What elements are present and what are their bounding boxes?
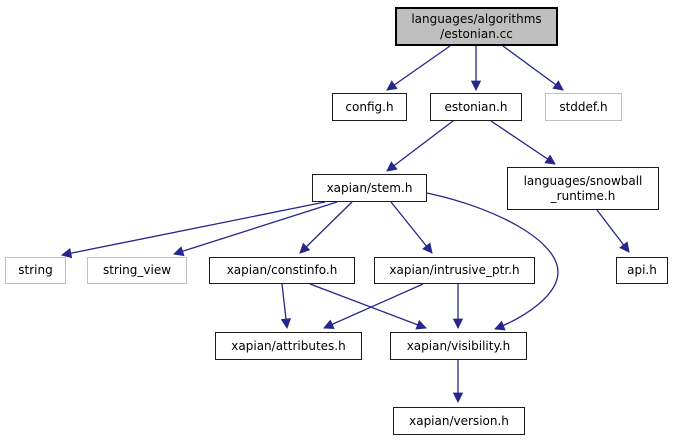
node-estonian-h[interactable]: estonian.h — [430, 93, 522, 121]
edge-xapian-intrusive-ptr-h-to-xapian-attributes-h — [323, 283, 424, 329]
node-label: config.h — [345, 99, 394, 114]
node-config-h[interactable]: config.h — [332, 93, 407, 121]
node-label: languages/snowball — [523, 173, 643, 188]
node-xapian-intrusive-ptr-h[interactable]: xapian/intrusive_ptr.h — [374, 257, 535, 284]
node-label: /estonian.cc — [440, 26, 513, 41]
node-xapian-stem-h[interactable]: xapian/stem.h — [312, 174, 427, 202]
node-string: string — [5, 257, 66, 284]
edge-estonian-h-to-xapian-stem-h — [386, 120, 454, 172]
edge-estonian-cc-to-stddef-h — [502, 45, 564, 91]
edge-estonian-cc-to-config-h — [386, 45, 451, 91]
node-label: xapian/attributes.h — [231, 338, 346, 353]
edge-languages-snowball-runtime-h-to-api-h — [596, 209, 630, 253]
node-string-view: string_view — [87, 257, 187, 284]
node-label: string — [18, 263, 53, 277]
node-stddef-h: stddef.h — [545, 93, 622, 121]
node-xapian-constinfo-h[interactable]: xapian/constinfo.h — [209, 257, 355, 284]
node-label: xapian/intrusive_ptr.h — [389, 263, 520, 277]
node-label: _runtime.h — [550, 188, 616, 203]
node-xapian-version-h[interactable]: xapian/version.h — [393, 407, 525, 435]
node-label: string_view — [102, 263, 172, 277]
node-estonian-cc: languages/algorithms/estonian.cc — [395, 7, 558, 46]
node-label: xapian/visibility.h — [406, 338, 511, 353]
node-label: xapian/version.h — [409, 413, 509, 428]
node-label: languages/algorithms — [411, 11, 542, 26]
edge-estonian-h-to-languages-snowball-runtime-h — [490, 120, 556, 165]
edge-xapian-stem-h-to-xapian-intrusive-ptr-h — [390, 201, 433, 254]
node-label: xapian/stem.h — [326, 180, 413, 195]
node-api-h[interactable]: api.h — [616, 257, 668, 284]
edge-xapian-stem-h-to-string-view — [173, 201, 338, 257]
edge-xapian-stem-h-to-string — [60, 201, 326, 259]
node-label: estonian.h — [444, 99, 508, 114]
edge-xapian-stem-h-to-xapian-constinfo-h — [299, 201, 353, 254]
node-label: xapian/constinfo.h — [226, 263, 338, 277]
node-xapian-attributes-h[interactable]: xapian/attributes.h — [215, 332, 362, 360]
node-label: api.h — [627, 263, 657, 277]
edge-xapian-constinfo-h-to-xapian-visibility-h — [309, 283, 427, 330]
node-xapian-visibility-h[interactable]: xapian/visibility.h — [390, 332, 527, 360]
edge-xapian-constinfo-h-to-xapian-attributes-h — [280, 283, 292, 330]
node-label: stddef.h — [559, 99, 608, 114]
node-languages-snowball-runtime-h[interactable]: languages/snowball_runtime.h — [507, 167, 659, 210]
